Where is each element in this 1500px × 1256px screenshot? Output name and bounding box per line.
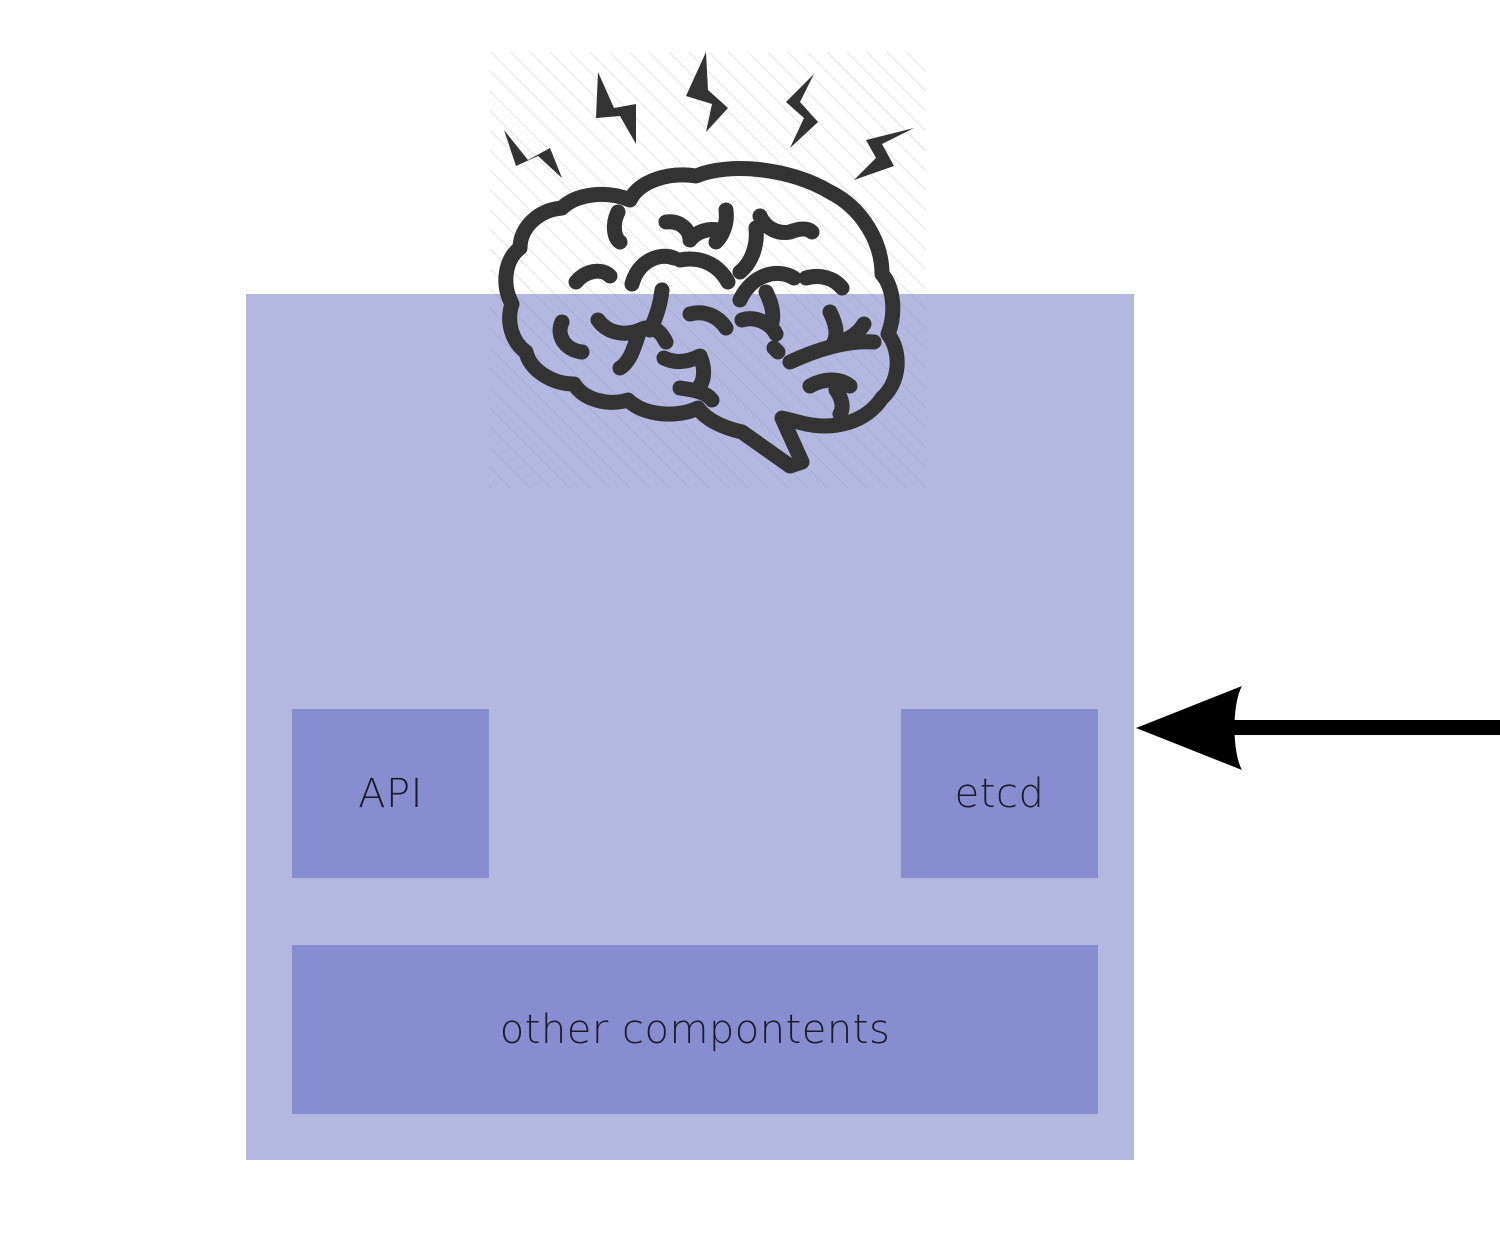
other-components: other compontents bbox=[292, 945, 1098, 1114]
lightning-bolt-icon bbox=[786, 74, 818, 148]
lightning-bolt-icon bbox=[686, 52, 728, 132]
other-components-label: other compontents bbox=[499, 1006, 891, 1053]
api-label: API bbox=[358, 770, 423, 817]
lightning-bolt-icon bbox=[504, 130, 562, 178]
brain-outline bbox=[498, 161, 905, 474]
arrow-shaft bbox=[1234, 720, 1500, 735]
lightning-bolt-icon bbox=[854, 128, 914, 180]
brain-with-lightning-icon bbox=[490, 52, 926, 488]
lightning-bolts bbox=[504, 52, 914, 180]
arrow-left-icon bbox=[1134, 684, 1500, 772]
etcd-component: etcd bbox=[901, 709, 1098, 878]
api-component: API bbox=[292, 709, 489, 878]
arrow-head bbox=[1136, 686, 1242, 770]
lightning-bolt-icon bbox=[596, 72, 636, 144]
etcd-label: etcd bbox=[954, 770, 1045, 817]
